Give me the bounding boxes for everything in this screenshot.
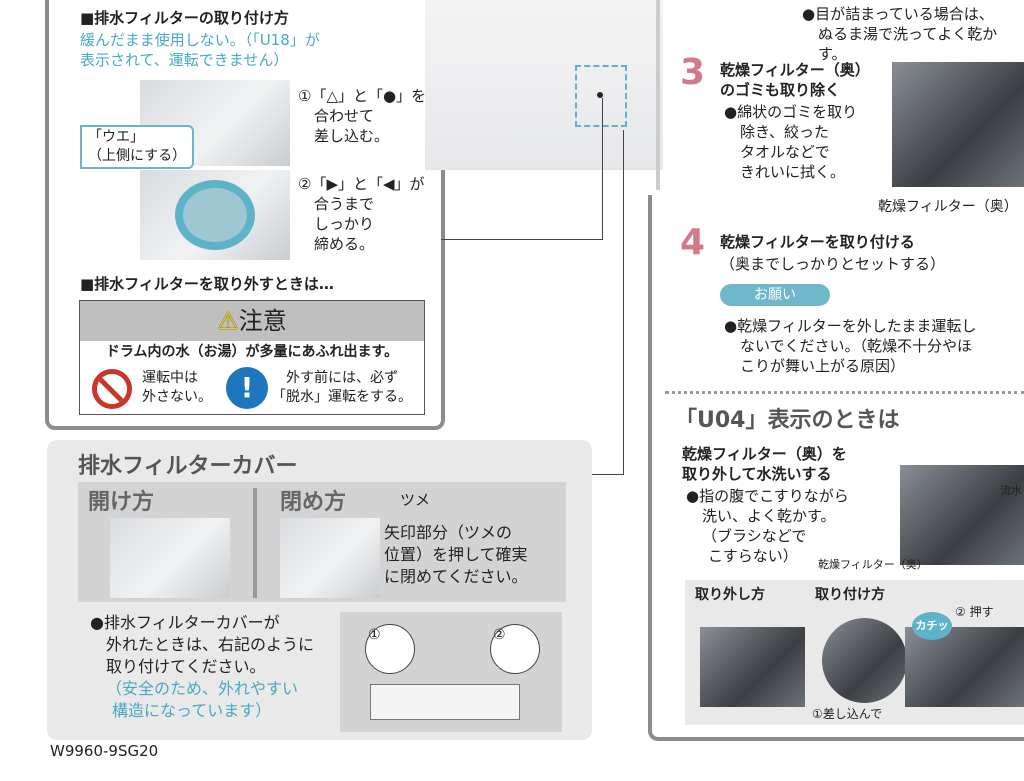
close-photo bbox=[280, 518, 380, 598]
remove-photo bbox=[700, 627, 805, 707]
step-4-sub: （奥までしっかりとセットする） bbox=[720, 255, 946, 273]
remove-method-label: 取り外し方 bbox=[695, 587, 765, 603]
u04-sub: 乾燥フィルター（奥）を取り外して水洗いする bbox=[682, 445, 847, 483]
close-label: 閉め方 bbox=[280, 490, 347, 515]
u04-title: 「U04」表示のときは bbox=[675, 408, 900, 433]
mandatory-icon: ! bbox=[226, 367, 268, 409]
step-4-title: 乾燥フィルターを取り付ける bbox=[720, 233, 915, 251]
remove-heading: ■排水フィルターを取り外すときは… bbox=[80, 275, 334, 293]
panel-edge bbox=[656, 0, 660, 190]
step-3-body: ●綿状のゴミを取り除き、絞ったタオルなどできれいに拭く。 bbox=[724, 103, 858, 181]
attach-method-label: 取り付け方 bbox=[815, 587, 885, 603]
tsume-label: ツメ bbox=[400, 491, 431, 509]
u04-wash-photo bbox=[900, 465, 1024, 565]
cover-title: 排水フィルターカバー bbox=[78, 454, 298, 479]
step-3-photo bbox=[892, 62, 1024, 187]
connector-line-2 bbox=[592, 130, 624, 475]
ue-label: 「ウエ」（上側にする） bbox=[80, 125, 195, 169]
u04-body: ●指の腹でこすりながら洗い、よく乾かす。（ブラシなどでこすらない） bbox=[686, 487, 849, 565]
prohibit-text: 運転中は外さない。 bbox=[142, 370, 212, 405]
top-bullet: ●目が詰まっている場合は、ぬるま湯で洗ってよく乾かす。 bbox=[802, 5, 998, 63]
divider bbox=[253, 488, 257, 598]
open-photo bbox=[110, 518, 230, 598]
instruct-text: 外す前には、必ず「脱水」運転をする。 bbox=[272, 370, 412, 405]
install-warning-1: 緩んだまま使用しない。（「U18」が bbox=[80, 31, 320, 49]
right-panel bbox=[648, 195, 1024, 741]
caution-title: 注意 bbox=[238, 307, 287, 335]
install-step2: ②「▶」と「◀」が合うまでしっかり締める。 bbox=[298, 175, 425, 253]
step-3-number: 3 bbox=[680, 52, 706, 93]
request-badge: お願い bbox=[720, 284, 830, 306]
cover-note: ●排水フィルターカバーが外れたときは、右記のように取り付けてください。（安全のた… bbox=[90, 613, 315, 720]
attach-zoom-photo bbox=[822, 618, 907, 703]
step-4-body: ●乾燥フィルターを外したまま運転しないでください。（乾燥不十分やほこりが舞い上が… bbox=[724, 317, 977, 375]
callout-1: ① bbox=[368, 627, 381, 643]
attach-photo bbox=[905, 627, 1024, 707]
caution-box: ⚠注意 ドラム内の水（お湯）が多量にあふれ出ます。 運転中は外さない。 ! 外す… bbox=[79, 300, 425, 415]
step-3-caption: 乾燥フィルター（奥） bbox=[878, 199, 1018, 215]
connector-line bbox=[441, 98, 603, 240]
caution-main: ドラム内の水（お湯）が多量にあふれ出ます。 bbox=[105, 344, 399, 360]
close-instructions: 矢印部分（ツメの位置）を押して確実に閉めてください。 bbox=[384, 523, 528, 586]
cover-attach-diagram: ① ② bbox=[340, 612, 562, 732]
warning-triangle-icon: ⚠ bbox=[217, 307, 239, 335]
open-label: 開け方 bbox=[88, 490, 155, 515]
prohibit-icon bbox=[92, 369, 132, 409]
install-heading: ■排水フィルターの取り付け方 bbox=[80, 9, 289, 27]
install-panel bbox=[45, 0, 445, 430]
dotted-divider bbox=[665, 391, 1024, 394]
click-bubble: カチッ bbox=[912, 612, 952, 640]
install-photo-tighten bbox=[140, 170, 290, 260]
insert-label: ①差し込んで bbox=[812, 707, 883, 721]
install-warning-2: 表示されて、運転できません） bbox=[80, 51, 289, 69]
water-label: 流水 bbox=[1000, 484, 1022, 497]
step-4-number: 4 bbox=[680, 222, 706, 263]
u04-caption: 乾燥フィルター（奥） bbox=[818, 558, 928, 571]
document-code: W9960-9SG20 bbox=[50, 742, 159, 760]
step-3-title: 乾燥フィルター（奥）のゴミも取り除く bbox=[720, 61, 870, 99]
install-step1: ①「△」と「●」を合わせて差し込む。 bbox=[298, 87, 427, 145]
callout-2: ② bbox=[493, 627, 506, 643]
push-label: ② 押す bbox=[955, 605, 994, 619]
